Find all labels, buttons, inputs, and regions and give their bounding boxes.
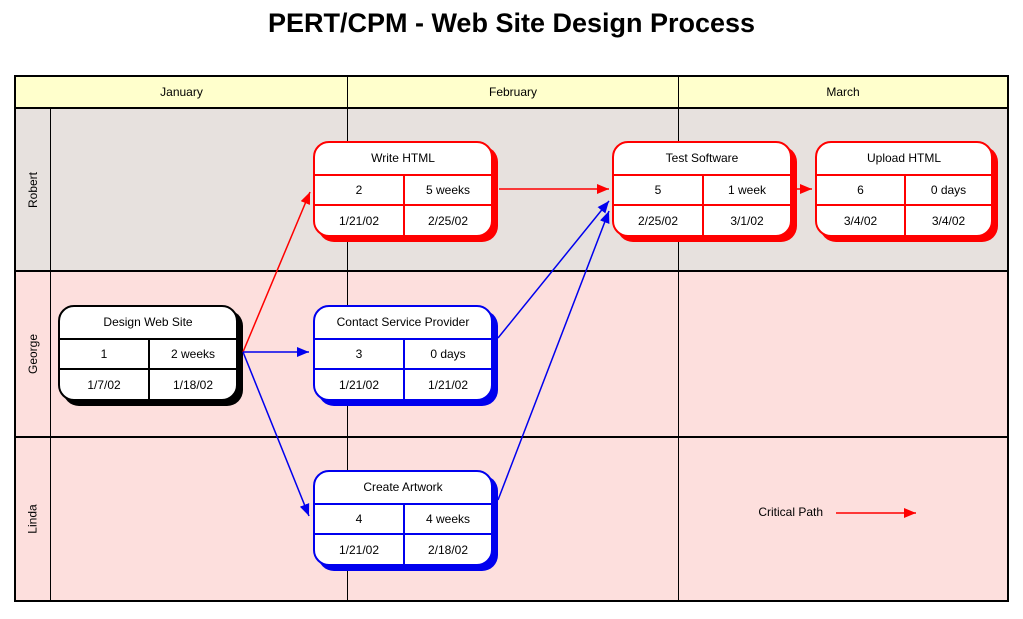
task-name: Upload HTML (866, 151, 942, 166)
task-end-cell: 1/18/02 (148, 370, 236, 399)
task-name: Contact Service Provider (336, 315, 470, 330)
task-duration-cell: 1 week (702, 175, 790, 205)
rowlabel-column-divider (50, 109, 51, 600)
task-node-upload-html[interactable]: Upload HTML 6 0 days 3/4/02 3/4/02 (815, 141, 993, 237)
task-id-cell: 1 (100, 346, 108, 361)
column-divider-feb-mar (678, 77, 679, 600)
task-duration-cell: 0 days (403, 339, 491, 369)
row-band-linda (16, 438, 1007, 600)
task-name: Test Software (665, 151, 739, 166)
row-divider-robert-george (16, 270, 1007, 272)
task-start-cell: 3/4/02 (843, 213, 878, 228)
task-id-cell: 3 (355, 346, 363, 361)
task-id-cell: 2 (355, 182, 363, 197)
row-label-george: George (26, 333, 40, 375)
pert-chart-grid: January February March Robert George Lin… (14, 75, 1009, 602)
task-start-cell: 1/21/02 (338, 213, 380, 228)
header-band (16, 77, 1007, 107)
page-title: PERT/CPM - Web Site Design Process (267, 8, 756, 38)
row-label-robert: Robert (26, 171, 40, 208)
task-end-cell: 3/4/02 (904, 206, 991, 235)
task-id-cell: 6 (857, 182, 864, 197)
task-end-cell: 1/21/02 (403, 370, 491, 399)
task-duration-cell: 2 weeks (148, 339, 236, 369)
task-duration-cell: 4 weeks (403, 504, 491, 534)
task-id-cell: 4 (355, 511, 363, 526)
task-duration-cell: 0 days (904, 175, 991, 205)
month-header-february: February (488, 85, 538, 99)
task-end-cell: 3/1/02 (702, 206, 790, 235)
task-name: Design Web Site (103, 315, 193, 330)
legend-critical-path-label: Critical Path (758, 505, 823, 519)
task-node-create-artwork[interactable]: Create Artwork 4 4 weeks 1/21/02 2/18/02 (313, 470, 493, 566)
task-node-design-web-site[interactable]: Design Web Site 1 2 weeks 1/7/02 1/18/02 (58, 305, 238, 401)
task-start-cell: 2/25/02 (637, 213, 679, 228)
task-start-cell: 1/7/02 (87, 377, 121, 392)
task-duration-cell: 5 weeks (403, 175, 491, 205)
header-bottom-border (16, 107, 1007, 109)
task-name: Create Artwork (363, 480, 443, 495)
task-id-cell: 5 (654, 182, 662, 197)
task-end-cell: 2/18/02 (403, 535, 491, 564)
task-node-test-software[interactable]: Test Software 5 1 week 2/25/02 3/1/02 (612, 141, 792, 237)
task-start-cell: 1/21/02 (338, 377, 380, 392)
task-end-cell: 2/25/02 (403, 206, 491, 235)
month-header-january: January (160, 85, 203, 99)
row-divider-george-linda (16, 436, 1007, 438)
task-node-contact-service-provider[interactable]: Contact Service Provider 3 0 days 1/21/02… (313, 305, 493, 401)
task-name: Write HTML (371, 151, 435, 166)
month-header-march: March (826, 85, 860, 99)
task-start-cell: 1/21/02 (338, 542, 380, 557)
row-label-linda: Linda (26, 504, 40, 534)
task-node-write-html[interactable]: Write HTML 2 5 weeks 1/21/02 2/25/02 (313, 141, 493, 237)
